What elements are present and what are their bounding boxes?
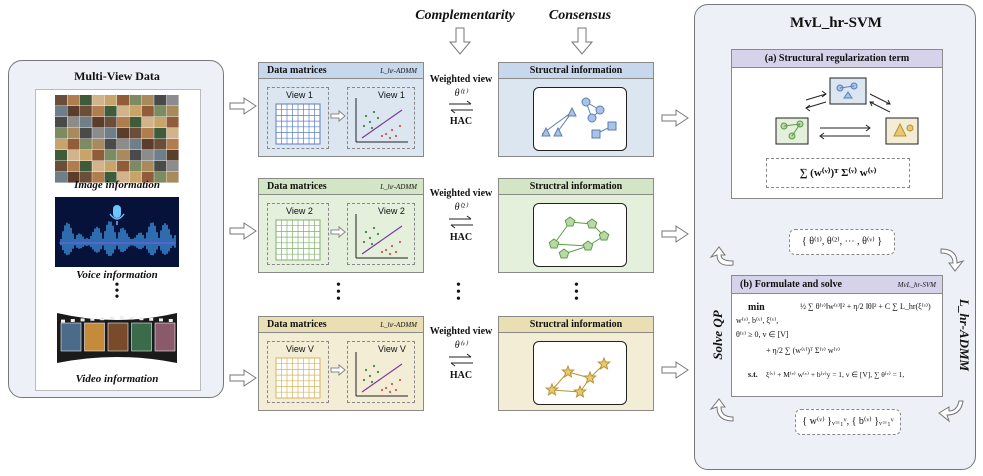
weighted-view-label: Weighted view [429, 326, 493, 337]
multi-view-data-panel: Multi-View Data Image information Voice … [8, 60, 224, 398]
image-caption: Image information [74, 179, 160, 191]
view-matrix: View 2 [267, 203, 329, 265]
structural-regularization-box: (a) Structural regularization term ∑ (w⁽… [731, 49, 943, 199]
complementarity-label: Complementarity [415, 8, 515, 23]
curved-arrow-icon [938, 400, 964, 423]
admm-subtitle: L_hr-ADMM [380, 321, 417, 329]
structural-info-title: Structral information [499, 63, 653, 79]
mvsvm-panel: MvL_hr-SVM (a) Structural regularization… [694, 4, 976, 470]
scatter-plot: View 2 [347, 203, 415, 265]
view-matrix: View V [267, 341, 329, 403]
structural-info-box-1: Structral information [498, 62, 654, 157]
right-arrow-icon [229, 222, 257, 240]
variables-line: w⁽ᵛ⁾, b⁽ᵛ⁾, ξ⁽ᵛ⁾, [736, 316, 779, 325]
voice-waveform [55, 197, 179, 267]
data-matrices-title: Data matrices [267, 65, 327, 76]
exchange-arrows-icon [449, 100, 473, 114]
down-arrow-icon [448, 27, 472, 55]
video-filmstrip [55, 307, 179, 369]
theta-label: θ⁽ᵛ⁾ [454, 340, 468, 351]
structural-info-title: Structral information [499, 179, 653, 195]
min-label: min [748, 302, 765, 313]
structure-graph [533, 341, 627, 405]
consensus-label: Consensus [548, 8, 612, 23]
subject-to-label: s.t. [748, 370, 758, 379]
admm-side-label: L_hr-ADMM [957, 298, 972, 372]
small-arrow-icon [330, 109, 346, 123]
structural-info-title: Structral information [499, 317, 653, 333]
data-matrices-box-1: Data matrices L_hr-ADMM View 1 View 1 [258, 62, 424, 157]
objective-line-3: + η/2 ∑ (w⁽ᵛ⁾)ᵀ Σ⁽ᵛ⁾ w⁽ᵛ⁾ [766, 346, 840, 355]
curved-arrow-icon [940, 248, 965, 272]
exchange-arrows-icon [449, 215, 473, 229]
view-label: View V [286, 344, 314, 354]
hac-label: HAC [449, 232, 473, 243]
multi-view-title: Multi-View Data [74, 69, 160, 83]
structural-info-box-2: Structral information [498, 178, 654, 273]
w-b-set-text: { w⁽ᵛ⁾ }ᵥ₌₁ᵛ, { b⁽ᵛ⁾ }ᵥ₌₁ᵛ [802, 416, 894, 427]
right-arrow-icon [229, 369, 257, 387]
theta-set-text: { θ⁽¹⁾, θ⁽²⁾, ⋯ , θ⁽ᵛ⁾ } [801, 236, 883, 247]
microphone-icon [109, 205, 125, 225]
right-arrow-icon [229, 97, 257, 115]
view-label: View V [378, 344, 406, 354]
grid-matrix [275, 219, 321, 261]
formulate-solve-title: (b) Formulate and solve [740, 279, 842, 290]
theta-set-box: { θ⁽¹⁾, θ⁽²⁾, ⋯ , θ⁽ᵛ⁾ } [789, 229, 895, 255]
data-matrices-title: Data matrices [267, 319, 327, 330]
curved-arrow-icon [709, 246, 734, 266]
right-arrow-icon [661, 225, 689, 243]
scatter-plot: View V [347, 341, 415, 403]
video-caption: Video information [75, 373, 159, 385]
data-matrices-box-3: Data matrices L_hr-ADMM View V View V [258, 316, 424, 411]
grid-matrix [275, 357, 321, 399]
exchange-arrows-icon [449, 353, 473, 367]
ellipsis-dots: ••• [114, 278, 120, 305]
weighted-view-label: Weighted view [429, 74, 493, 85]
admm-subtitle: L_hr-ADMM [380, 67, 417, 75]
right-arrow-icon [661, 361, 689, 379]
hac-label: HAC [449, 116, 473, 127]
image-mosaic [55, 95, 179, 183]
mvsvm-title: MvL_hr-SVM [790, 15, 882, 31]
objective-line-2: θ⁽ᵛ⁾ ≥ 0, v ∈ [V] [736, 330, 789, 339]
regularization-graphs [775, 77, 919, 145]
structural-regularization-title: (a) Structural regularization term [732, 50, 942, 68]
view-matrix: View 1 [267, 87, 329, 149]
view-label: View 1 [286, 90, 313, 100]
voice-caption: Voice information [76, 269, 158, 281]
down-arrow-icon [570, 27, 594, 55]
curved-arrow-icon [709, 398, 734, 422]
structure-graph [533, 203, 627, 267]
w-b-set-box: { w⁽ᵛ⁾ }ᵥ₌₁ᵛ, { b⁽ᵛ⁾ }ᵥ₌₁ᵛ [795, 409, 901, 435]
weighted-view-label: Weighted view [429, 188, 493, 199]
small-arrow-icon [330, 363, 346, 377]
theta-label: θ⁽²⁾ [454, 202, 468, 213]
view-label: View 1 [378, 90, 405, 100]
data-matrices-title: Data matrices [267, 181, 327, 192]
scatter-plot: View 1 [347, 87, 415, 149]
admm-subtitle: L_hr-ADMM [380, 183, 417, 191]
data-matrices-box-2: Data matrices L_hr-ADMM View 2 View 2 [258, 178, 424, 273]
view-label: View 2 [378, 206, 405, 216]
formulate-solve-header: (b) Formulate and solve MvL_hr-SVM [732, 276, 942, 294]
small-arrow-icon [330, 225, 346, 239]
objective-line-1: ½ ∑ θ⁽ᵛ⁾‖w⁽ᵛ⁾‖² + η/2 ‖θ‖² + C ∑ L_hr(ξ⁽… [800, 302, 931, 311]
mvsvm-subtitle: MvL_hr-SVM [897, 281, 936, 289]
ellipsis-dots: ••• [456, 278, 461, 307]
formula-text: ∑ (w⁽ᵛ⁾)ᵀ Σ⁽ᵛ⁾ w⁽ᵛ⁾ [799, 167, 877, 179]
ellipsis-dots: ••• [336, 278, 341, 307]
solve-qp-label: Solve QP [710, 310, 725, 360]
structure-graph [533, 87, 627, 151]
view-label: View 2 [286, 206, 313, 216]
structural-info-box-3: Structral information [498, 316, 654, 411]
ellipsis-dots: ••• [574, 278, 579, 307]
grid-matrix [275, 103, 321, 145]
regularization-formula: ∑ (w⁽ᵛ⁾)ᵀ Σ⁽ᵛ⁾ w⁽ᵛ⁾ [766, 158, 910, 188]
constraint-line: ξ⁽ᵛ⁾ + M⁽ᵛ⁾ w⁽ᵛ⁾ + b⁽ᵛ⁾y = 1, v ∈ [V], ∑… [766, 370, 905, 379]
theta-label: θ⁽¹⁾ [454, 88, 468, 99]
right-arrow-icon [661, 109, 689, 127]
formulate-solve-box: (b) Formulate and solve MvL_hr-SVM min ½… [731, 275, 943, 397]
hac-label: HAC [449, 370, 473, 381]
